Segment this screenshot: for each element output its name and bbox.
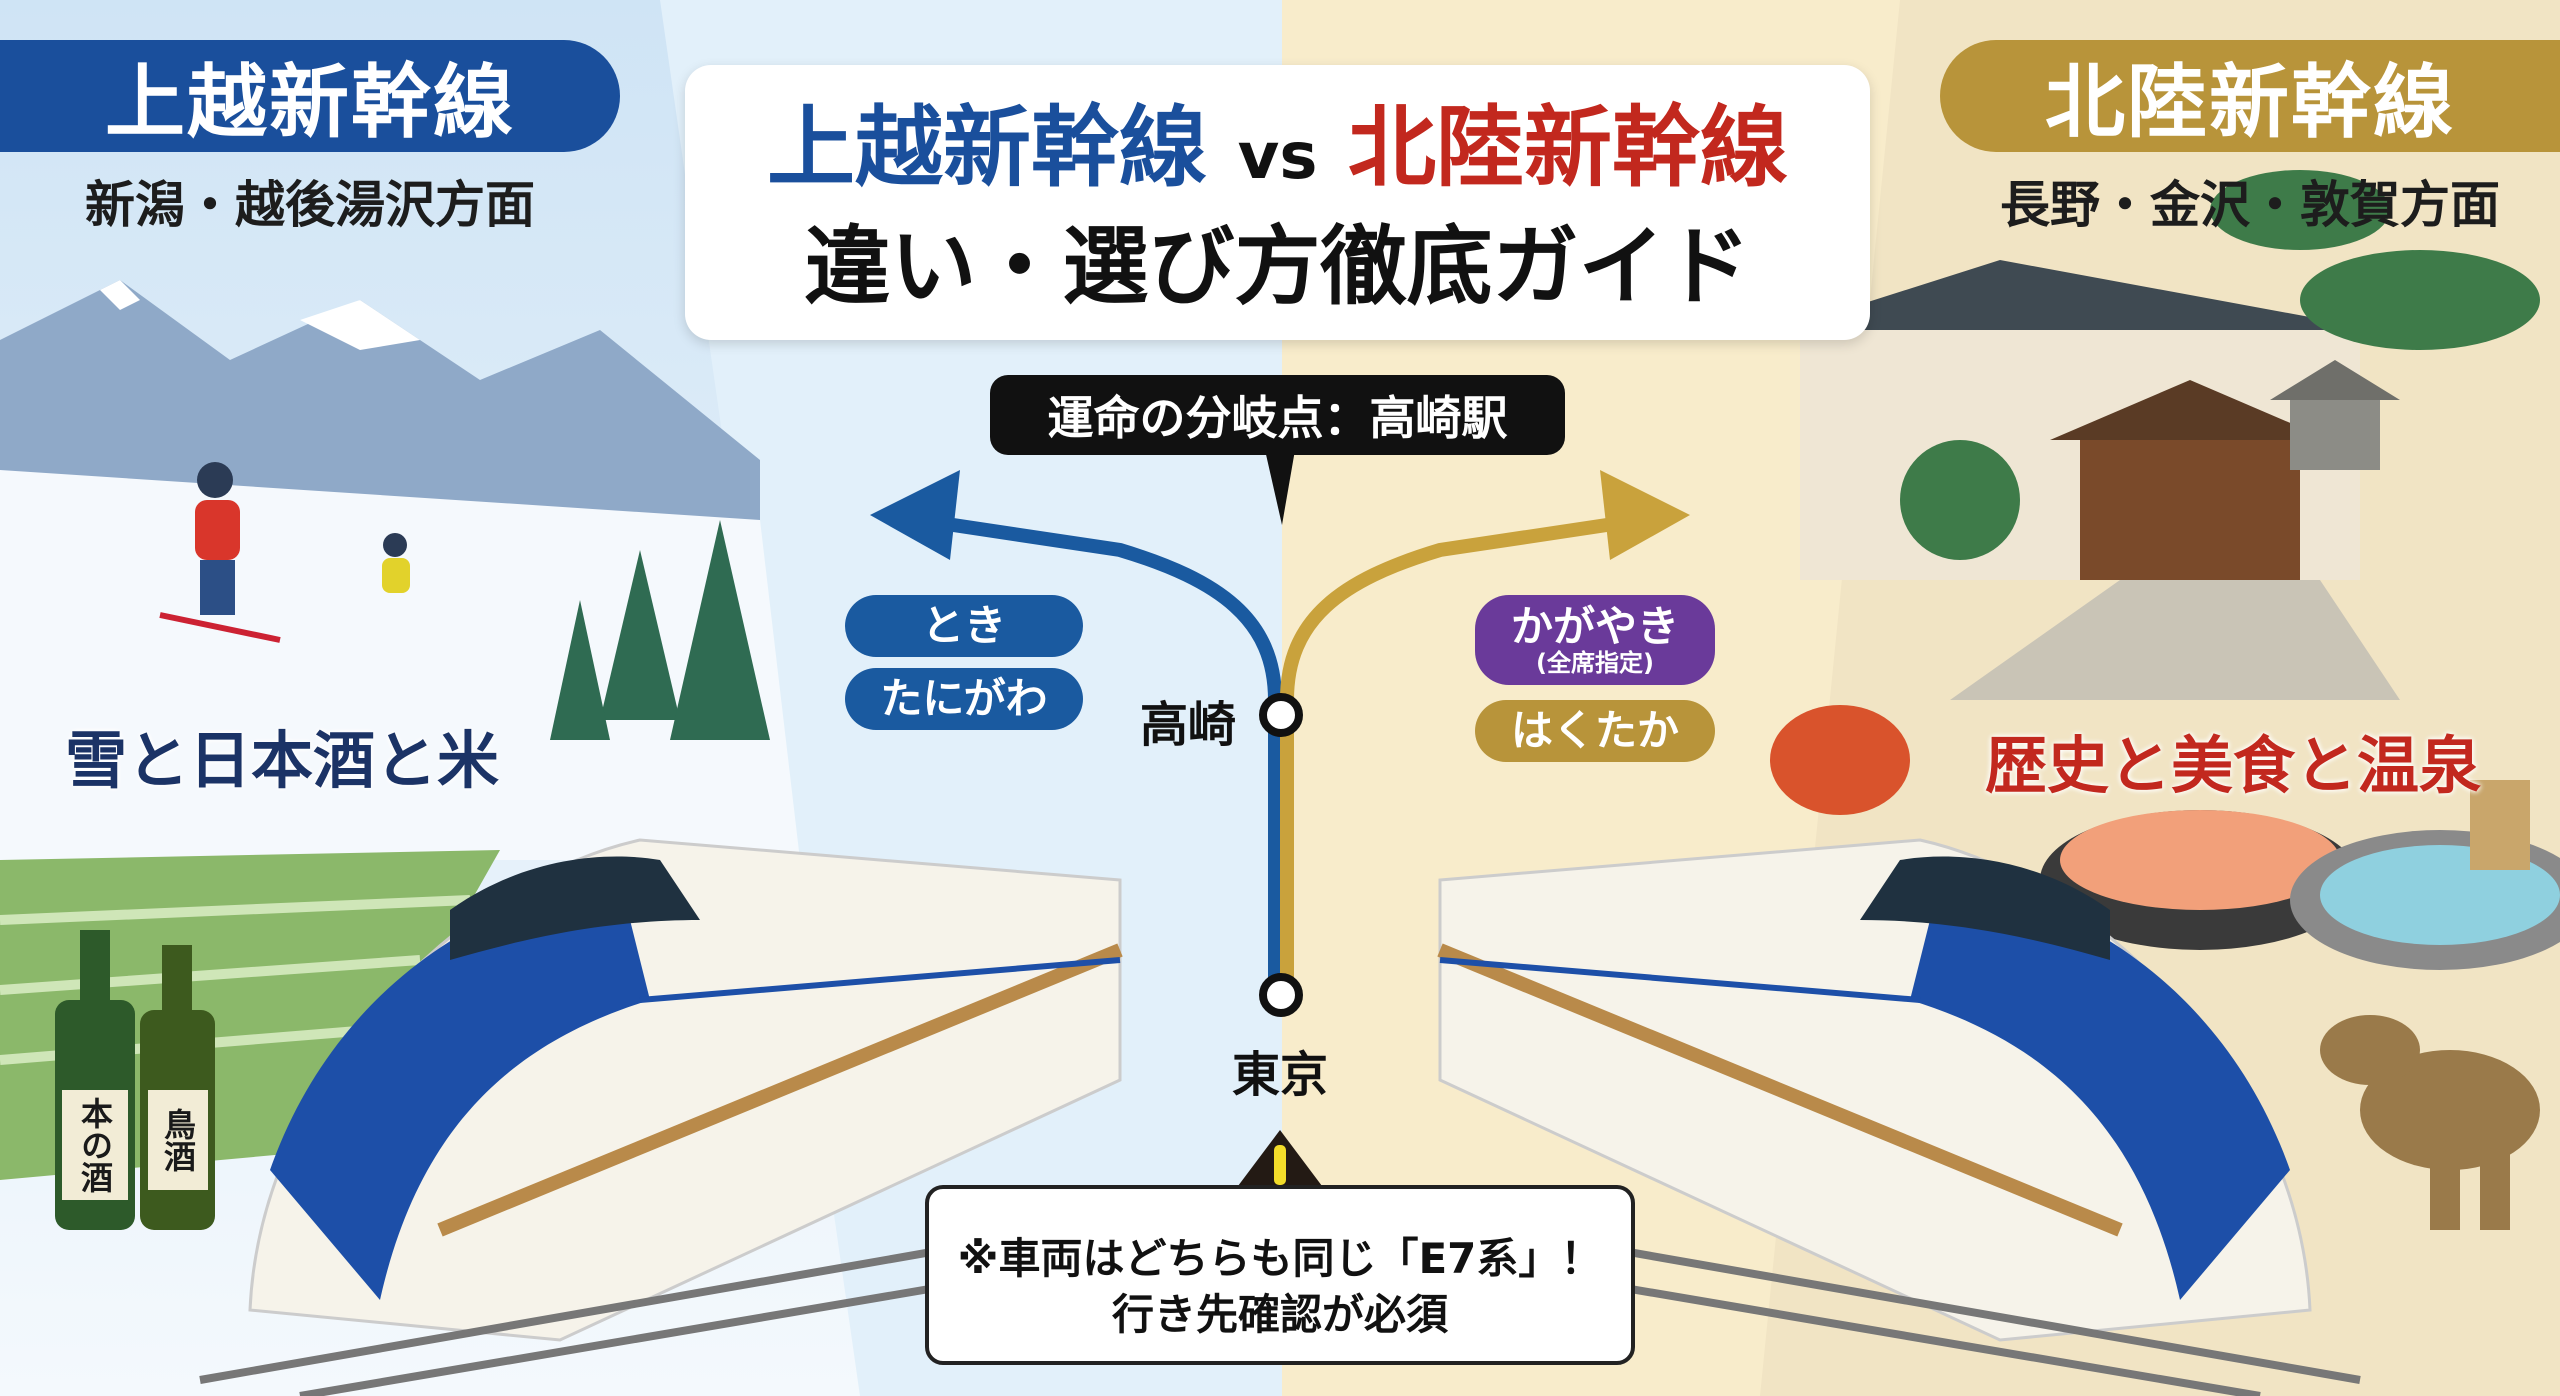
e7-train-left [199, 838, 1123, 1396]
hokuriku-arrow-icon [1600, 470, 1690, 560]
pine-tree [1900, 170, 2540, 560]
joetsu-title: 上越新幹線 [105, 56, 515, 149]
joetsu-title-pill: 上越新幹線 [0, 40, 620, 152]
train-pill-tanigawa[interactable]: たにがわ [845, 668, 1083, 730]
hokuriku-title-pill: 北陸新幹線 [1940, 40, 2560, 152]
castle-buildings [1780, 260, 2400, 580]
hokuriku-route-line [1280, 513, 1642, 995]
sake-label-left: 本の酒 [76, 1097, 114, 1193]
train-name: とき [921, 600, 1006, 650]
joetsu-route-line [918, 513, 1282, 995]
train-pill-hakutaka[interactable]: はくたか [1475, 700, 1715, 762]
train-name: たにがわ [880, 673, 1048, 723]
pine-trees [550, 520, 770, 740]
hokuriku-theme: 歴史と美食と温泉 [1985, 729, 2482, 802]
warning-line1: ※車両はどちらも同じ「E7系」！ [957, 1234, 1603, 1283]
dinosaur [2320, 1015, 2540, 1230]
crab-and-seafood [1770, 705, 2360, 950]
joetsu-theme: 雪と日本酒と米 [65, 724, 500, 797]
header-subtitle: 違い・選び方徹底ガイド [804, 217, 1751, 317]
station-takasaki-label: 高崎 [1140, 697, 1237, 753]
onsen [2290, 780, 2560, 970]
callout-pointer [1265, 450, 1295, 525]
branch-callout: 運命の分岐点：高崎駅 [990, 375, 1565, 455]
hokuriku-subtitle: 長野・金沢・敦賀方面 [2000, 176, 2500, 234]
train-pill-toki[interactable]: とき [845, 595, 1083, 657]
skiers [159, 462, 410, 643]
sake-bottles [55, 930, 215, 1230]
e7-train-right [1437, 838, 2361, 1396]
train-name: はくたか [1510, 705, 1679, 755]
header-vs: vs [1237, 120, 1318, 194]
header-hokuriku: 北陸新幹線 [1348, 96, 1789, 199]
station-tokyo-label: 東京 [1232, 1047, 1329, 1103]
warning-box: ※車両はどちらも同じ「E7系」！ 行き先確認が必須 [925, 1185, 1635, 1365]
sake-label-right: 鳥酒 [159, 1108, 197, 1172]
hokuriku-title: 北陸新幹線 [2045, 56, 2455, 149]
joetsu-arrow-icon [870, 470, 960, 560]
train-name: かがやき [1510, 601, 1679, 651]
header-joetsu: 上越新幹線 [766, 96, 1207, 199]
header-title-box: 上越新幹線 vs 北陸新幹線 違い・選び方徹底ガイド [685, 65, 1870, 340]
train-pill-kagayaki[interactable]: かがやき(全席指定) [1475, 595, 1715, 685]
station-tokyo-marker[interactable] [1259, 973, 1303, 1017]
station-takasaki-marker[interactable] [1259, 693, 1303, 737]
joetsu-subtitle: 新潟・越後湯沢方面 [85, 176, 535, 234]
train-note: (全席指定) [1536, 648, 1654, 677]
warning-line2: 行き先確認が必須 [1111, 1290, 1448, 1339]
